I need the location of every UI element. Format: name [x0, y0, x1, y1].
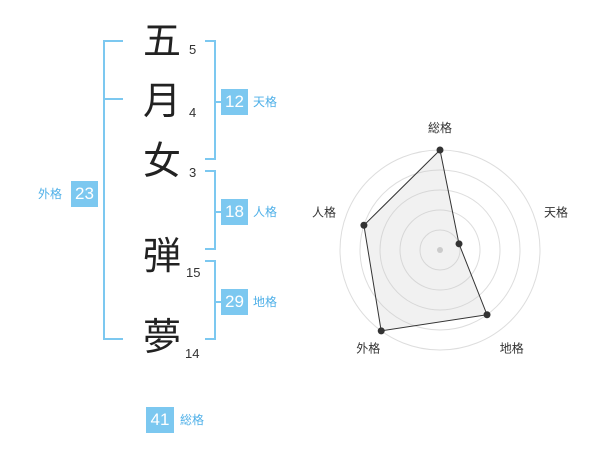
gaikaku-value: 23: [71, 181, 98, 207]
tenkaku-bracket-line: [214, 40, 216, 160]
radar-grid: [339, 149, 541, 351]
radar-center-dot: [437, 247, 443, 253]
radar-axis-label-4: 人格: [312, 204, 336, 219]
stroke-count-5: 14: [185, 346, 200, 361]
radar-area: [360, 146, 491, 335]
chikaku-bracket-bottom: [205, 338, 216, 340]
name-char-5: 夢: [143, 315, 182, 359]
radar-axis-label-2: 地格: [500, 341, 524, 356]
name-char-1: 五: [143, 19, 182, 63]
outer-bracket-bottom: [103, 338, 123, 340]
jinkaku-bracket-stub: [214, 211, 222, 213]
radar-point-1: [455, 240, 463, 248]
radar-point-4: [360, 221, 368, 229]
radar-point-0: [436, 146, 444, 154]
chikaku-bracket-top: [205, 260, 216, 262]
stroke-count-2: 4: [189, 105, 197, 120]
chikaku-value: 29: [221, 289, 248, 315]
radar-axis-label-1: 天格: [544, 204, 568, 219]
tenkaku-label: 天格: [253, 95, 278, 109]
outer-bracket-mid: [103, 98, 123, 100]
radar-point-3: [377, 327, 385, 335]
jinkaku-bracket-top: [205, 170, 216, 172]
tenkaku-bracket-top: [205, 40, 216, 42]
outer-bracket-top: [103, 40, 123, 42]
name-char-2: 月: [143, 79, 182, 123]
stroke-count-1: 5: [189, 42, 197, 57]
chikaku-label: 地格: [253, 295, 278, 309]
stroke-count-3: 3: [189, 165, 197, 180]
outer-bracket-line: [103, 40, 105, 340]
tenkaku-bracket-stub: [214, 101, 222, 103]
chikaku-bracket-line: [214, 260, 216, 340]
gaikaku-label: 外格: [38, 187, 63, 201]
jinkaku-value: 18: [221, 199, 248, 225]
jinkaku-bracket-line: [214, 170, 216, 250]
stroke-count-4: 15: [186, 265, 201, 280]
name-char-4: 弾: [143, 234, 182, 278]
jinkaku-bracket-bottom: [205, 248, 216, 250]
soukaku-value: 41: [146, 407, 174, 433]
radar-polygon: [363, 148, 488, 332]
jinkaku-label: 人格: [253, 205, 278, 219]
soukaku-label: 総格: [180, 413, 205, 427]
radar-axis-label-0: 総格: [428, 120, 452, 135]
chikaku-bracket-stub: [214, 301, 222, 303]
name-char-3: 女: [143, 139, 182, 183]
radar-axis-label-3: 外格: [356, 341, 380, 356]
tenkaku-value: 12: [221, 89, 248, 115]
radar-point-2: [483, 311, 491, 319]
tenkaku-bracket-bottom: [205, 158, 216, 160]
